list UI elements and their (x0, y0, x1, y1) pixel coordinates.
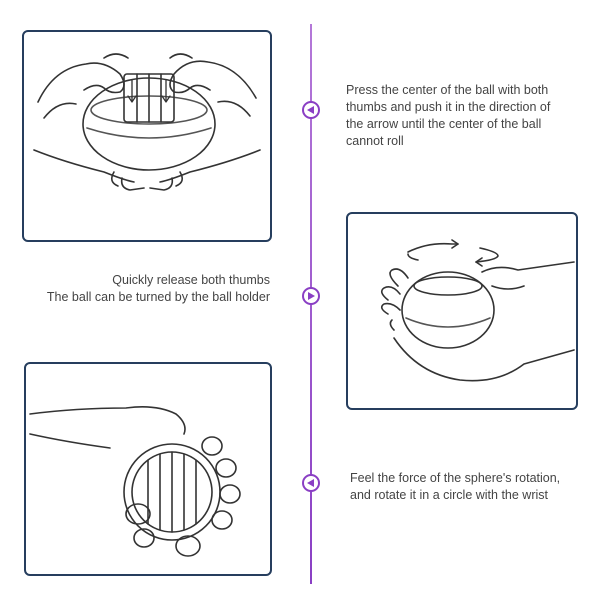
step1-illustration-panel (22, 30, 272, 242)
step2-line1: Quickly release both thumbs (112, 273, 270, 287)
step1-line1: Press the center of the ball with both (346, 83, 549, 97)
step1-line3: the arrow until the center of the ball (346, 117, 542, 131)
step2-text: Quickly release both thumbs The ball can… (47, 272, 270, 306)
step2-illustration-panel (346, 212, 578, 410)
triangle-left-icon (307, 106, 314, 114)
step3-line2: and rotate it in a circle with the wrist (350, 488, 548, 502)
step3-marker (302, 474, 320, 492)
press-thumbs-illustration (33, 53, 261, 191)
step1-marker (302, 101, 320, 119)
triangle-left-icon (307, 479, 314, 487)
step3-illustration-panel (24, 362, 272, 576)
step2-line2: The ball can be turned by the ball holde… (46, 290, 270, 304)
step3-line1: Feel the force of the sphere's rotation, (350, 471, 561, 485)
wrist-circle-illustration (29, 406, 241, 557)
step1-line2: thumbs and push it in the direction of (346, 100, 551, 114)
step1-line4: cannot roll (346, 134, 404, 148)
rotate-ball-illustration (380, 239, 575, 382)
step2-marker (302, 287, 320, 305)
step1-text: Press the center of the ball with both t… (346, 82, 550, 150)
triangle-right-icon (308, 292, 315, 300)
step3-text: Feel the force of the sphere's rotation,… (350, 470, 560, 504)
